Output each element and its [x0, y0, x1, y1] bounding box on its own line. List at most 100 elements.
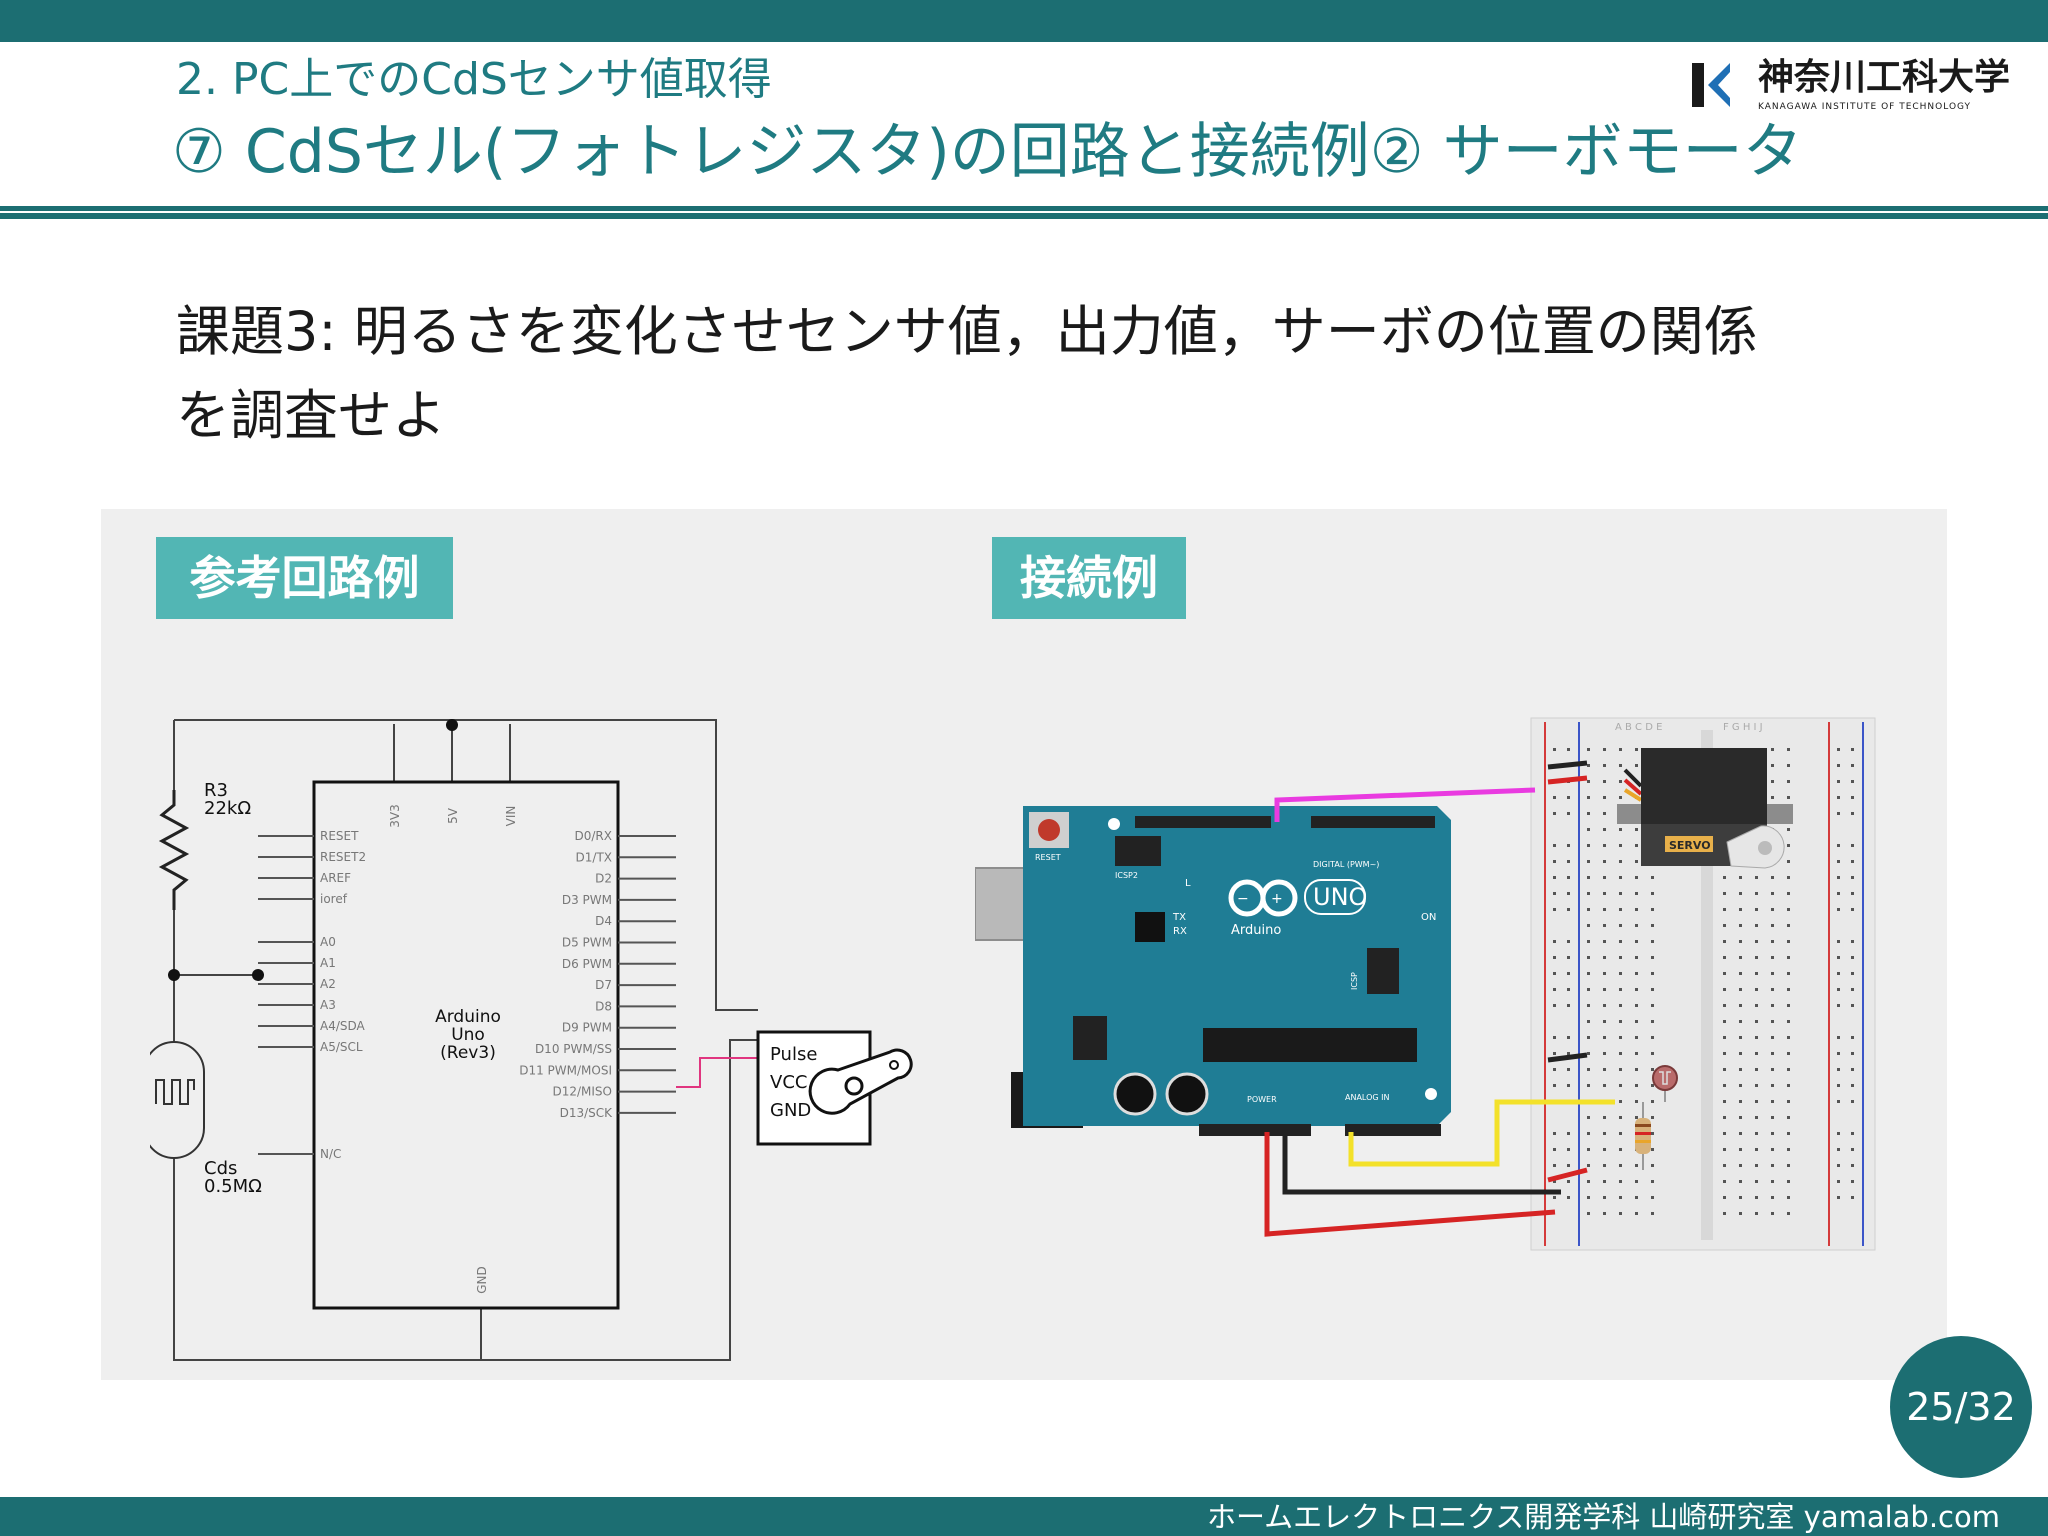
- breadboard-hole: [1787, 1100, 1790, 1103]
- breadboard-hole: [1723, 956, 1726, 959]
- breadboard-hole: [1755, 1068, 1758, 1071]
- bottom-bar: [0, 1497, 2048, 1536]
- breadboard-hole: [1603, 876, 1606, 879]
- icsp-label: ICSP: [1350, 972, 1359, 990]
- breadboard-hole: [1619, 1004, 1622, 1007]
- breadboard-hole: [1723, 1148, 1726, 1151]
- breadboard-hole: [1587, 876, 1590, 879]
- section-subtitle: 2. PC上でのCdSセンサ値取得: [176, 54, 772, 105]
- breadboard-cols-right: F G H I J: [1723, 722, 1763, 733]
- breadboard-hole: [1603, 748, 1606, 751]
- breadboard-hole: [1771, 1052, 1774, 1055]
- breadboard-hole: [1567, 956, 1570, 959]
- breadboard-hole: [1739, 1116, 1742, 1119]
- breadboard-hole: [1837, 812, 1840, 815]
- breadboard-hole: [1755, 956, 1758, 959]
- breadboard-hole: [1851, 956, 1854, 959]
- breadboard-hole: [1651, 892, 1654, 895]
- breadboard-hole: [1771, 1004, 1774, 1007]
- breadboard-hole: [1755, 988, 1758, 991]
- breadboard-hole: [1771, 940, 1774, 943]
- breadboard-hole: [1755, 1164, 1758, 1167]
- breadboard-hole: [1837, 1196, 1840, 1199]
- breadboard-hole: [1771, 956, 1774, 959]
- l-led-label: L: [1185, 878, 1191, 889]
- breadboard-hole: [1739, 924, 1742, 927]
- breadboard-hole: [1755, 1148, 1758, 1151]
- breadboard-hole: [1635, 860, 1638, 863]
- breadboard-hole: [1553, 1084, 1556, 1087]
- breadboard-hole: [1837, 1004, 1840, 1007]
- breadboard-hole: [1837, 892, 1840, 895]
- breadboard-hole: [1603, 1020, 1606, 1023]
- breadboard-hole: [1739, 1132, 1742, 1135]
- breadboard-hole: [1619, 748, 1622, 751]
- arduino-label: Arduino: [1231, 923, 1281, 938]
- breadboard-hole: [1771, 1068, 1774, 1071]
- breadboard-hole: [1567, 812, 1570, 815]
- breadboard-hole: [1619, 780, 1622, 783]
- breadboard-hole: [1619, 796, 1622, 799]
- breadboard-hole: [1851, 844, 1854, 847]
- pin-label-5v: 5V: [446, 807, 460, 824]
- breadboard-hole: [1635, 844, 1638, 847]
- breadboard-hole: [1755, 940, 1758, 943]
- task-line-1: 課題3: 明るさを変化させセンサ値，出力値，サーボの位置の関係: [176, 300, 1758, 363]
- breadboard-hole: [1553, 1004, 1556, 1007]
- breadboard-hole: [1851, 780, 1854, 783]
- breadboard-hole: [1739, 1004, 1742, 1007]
- breadboard-hole: [1771, 1164, 1774, 1167]
- breadboard-hole: [1755, 1084, 1758, 1087]
- breadboard-hole: [1619, 844, 1622, 847]
- breadboard-hole: [1723, 908, 1726, 911]
- servo-horn-icon: [808, 1048, 913, 1115]
- pin-label-gnd: GND: [475, 1266, 489, 1294]
- breadboard-hole: [1837, 1052, 1840, 1055]
- breadboard-hole: [1619, 1100, 1622, 1103]
- pin-label-d2: D2: [595, 872, 612, 886]
- breadboard-hole: [1787, 1212, 1790, 1215]
- breadboard-hole: [1587, 812, 1590, 815]
- breadboard-hole: [1837, 780, 1840, 783]
- breadboard-hole: [1619, 1052, 1622, 1055]
- breadboard-hole: [1851, 1084, 1854, 1087]
- breadboard-hole: [1587, 1180, 1590, 1183]
- breadboard-hole: [1567, 940, 1570, 943]
- breadboard-hole: [1837, 860, 1840, 863]
- breadboard-hole: [1851, 764, 1854, 767]
- breadboard-hole: [1635, 1020, 1638, 1023]
- breadboard-hole: [1651, 924, 1654, 927]
- breadboard-hole: [1787, 1148, 1790, 1151]
- reference-circuit-tag: 参考回路例: [156, 537, 453, 619]
- breadboard-hole: [1651, 940, 1654, 943]
- breadboard-hole: [1723, 1084, 1726, 1087]
- breadboard-hole: [1837, 796, 1840, 799]
- breadboard-hole: [1837, 1164, 1840, 1167]
- breadboard-hole: [1567, 1180, 1570, 1183]
- breadboard-hole: [1587, 892, 1590, 895]
- pin-label-d1-tx: D1/TX: [576, 850, 612, 864]
- breadboard-hole: [1755, 1132, 1758, 1135]
- breadboard-hole: [1787, 764, 1790, 767]
- breadboard-hole: [1755, 1020, 1758, 1023]
- pin-label-d9-pwm: D9 PWM: [562, 1021, 612, 1035]
- breadboard-hole: [1635, 1052, 1638, 1055]
- breadboard-hole: [1651, 1212, 1654, 1215]
- breadboard-hole: [1851, 1180, 1854, 1183]
- breadboard-hole: [1635, 764, 1638, 767]
- pin-label-d13-sck: D13/SCK: [560, 1106, 614, 1120]
- breadboard-hole: [1587, 1020, 1590, 1023]
- breadboard-hole: [1851, 1068, 1854, 1071]
- breadboard-hole: [1567, 1004, 1570, 1007]
- breadboard-hole: [1837, 1132, 1840, 1135]
- analog-label: ANALOG IN: [1345, 1093, 1390, 1102]
- breadboard-hole: [1723, 1036, 1726, 1039]
- pin-label-d8: D8: [595, 999, 612, 1013]
- icsp2-label: ICSP2: [1115, 871, 1138, 880]
- pin-label-ioref: ioref: [320, 892, 348, 906]
- breadboard-hole: [1739, 1052, 1742, 1055]
- breadboard-hole: [1603, 972, 1606, 975]
- breadboard-hole: [1587, 780, 1590, 783]
- breadboard-hole: [1635, 1164, 1638, 1167]
- breadboard-hole: [1837, 1036, 1840, 1039]
